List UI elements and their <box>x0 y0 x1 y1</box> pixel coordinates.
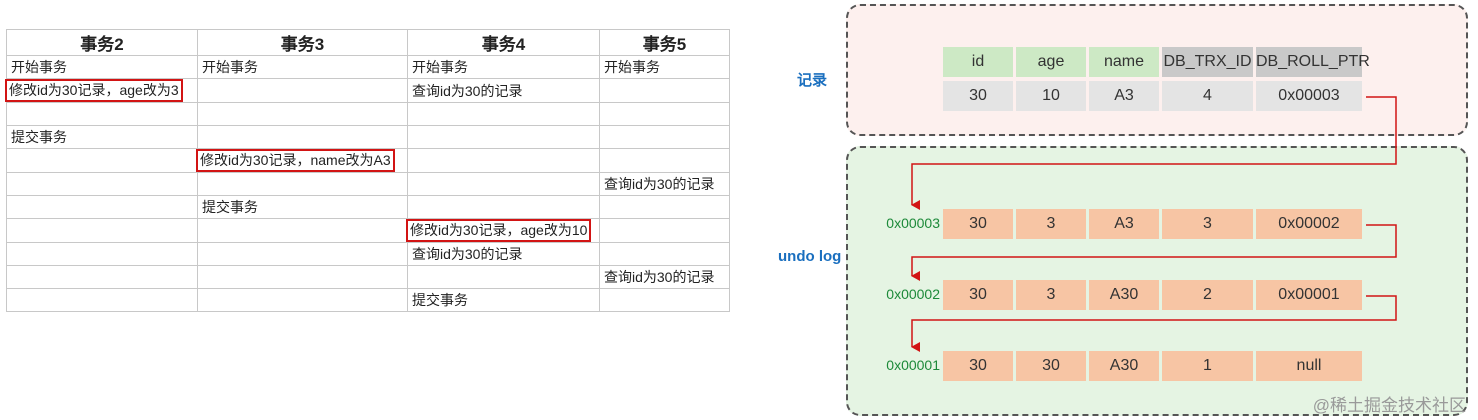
undo-1-trx-id: 3 <box>1162 209 1253 239</box>
undo-address-2: 0x00002 <box>886 286 940 302</box>
table-cell <box>6 288 198 312</box>
cell-text: 查询id为30的记录 <box>412 246 523 262</box>
table-cell: 开始事务 <box>407 55 600 79</box>
table-header-row: 事务2 事务3 事务4 事务5 <box>6 29 730 56</box>
undo-address-1: 0x00003 <box>886 215 940 231</box>
arrow-undo-2-to-undo-3 <box>911 295 1397 352</box>
transaction-table: 事务2 事务3 事务4 事务5 开始事务 开始事务 开始事务 开始事务修改id为30记… <box>5 29 730 312</box>
record-value-trx-id: 4 <box>1162 81 1253 111</box>
table-cell <box>6 195 198 219</box>
table-row: 提交事务 <box>6 195 730 219</box>
highlighted-operation: 修改id为30记录，age改为10 <box>406 219 592 242</box>
cell-text: 开始事务 <box>604 59 660 75</box>
record-col-roll-ptr: DB_ROLL_PTR <box>1256 47 1370 77</box>
table-cell <box>407 172 600 196</box>
undo-1-age: 3 <box>1016 209 1086 239</box>
undo-3-name: A30 <box>1089 351 1159 381</box>
record-col-trx-id: DB_TRX_ID <box>1162 47 1253 77</box>
table-cell: 提交事务 <box>197 195 408 219</box>
cell-text: 提交事务 <box>11 129 67 145</box>
cell-text: 开始事务 <box>11 59 67 75</box>
undo-3-age: 30 <box>1016 351 1086 381</box>
table-row: 查询id为30的记录 <box>6 172 730 196</box>
table-cell <box>599 195 730 219</box>
table-cell <box>6 102 198 126</box>
watermark: @稀土掘金技术社区 <box>1312 396 1466 415</box>
record-value-roll-ptr: 0x00003 <box>1256 81 1362 111</box>
table-cell: 查询id为30的记录 <box>407 242 600 266</box>
record-header-row: id age name DB_TRX_ID DB_ROLL_PTR <box>943 47 1370 77</box>
table-row: 查询id为30的记录 <box>6 242 730 266</box>
table-cell <box>599 288 730 312</box>
arrow-undo-1-to-undo-2 <box>911 224 1397 281</box>
cell-text: 查询id为30的记录 <box>604 269 715 285</box>
cell-text: 查询id为30的记录 <box>604 176 715 192</box>
highlighted-operation: 修改id为30记录，name改为A3 <box>196 149 395 172</box>
table-cell <box>197 288 408 312</box>
table-row <box>6 102 730 126</box>
cell-text: 查询id为30的记录 <box>412 82 523 99</box>
cell-text: 开始事务 <box>202 59 258 75</box>
table-row: 提交事务 <box>6 125 730 149</box>
cell-text: 开始事务 <box>412 59 468 75</box>
table-row: 开始事务 开始事务 开始事务 开始事务 <box>6 55 730 79</box>
table-cell <box>407 102 600 126</box>
table-cell <box>599 242 730 266</box>
undo-2-trx-id: 2 <box>1162 280 1253 310</box>
table-cell: 修改id为30记录，name改为A3 <box>196 148 408 173</box>
record-col-name: name <box>1089 47 1159 77</box>
undo-entry-2: 30 3 A30 2 0x00001 <box>943 280 1362 310</box>
table-cell: 修改id为30记录，age改为3 <box>5 78 198 103</box>
column-header-tx5: 事务5 <box>599 29 730 56</box>
table-row: 修改id为30记录，age改为10 <box>6 218 730 243</box>
undo-2-id: 30 <box>943 280 1013 310</box>
table-cell <box>599 218 730 243</box>
record-value-age: 10 <box>1016 81 1086 111</box>
table-cell: 提交事务 <box>407 288 600 312</box>
table-cell <box>6 172 198 196</box>
record-value-name: A3 <box>1089 81 1159 111</box>
undo-2-age: 3 <box>1016 280 1086 310</box>
column-header-tx2: 事务2 <box>6 29 198 56</box>
table-row: 提交事务 <box>6 288 730 312</box>
table-cell: 开始事务 <box>599 55 730 79</box>
undo-2-name: A30 <box>1089 280 1159 310</box>
column-header-tx3: 事务3 <box>197 29 408 56</box>
highlighted-operation: 修改id为30记录，age改为3 <box>5 79 183 102</box>
cell-text: 提交事务 <box>202 199 258 215</box>
undo-3-trx-id: 1 <box>1162 351 1253 381</box>
undo-3-roll-ptr: null <box>1256 351 1362 381</box>
table-cell <box>197 125 408 149</box>
cell-text: 提交事务 <box>412 292 468 308</box>
table-cell <box>197 102 408 126</box>
undo-log-label: undo log <box>778 248 842 265</box>
arrow-record-to-undo-1 <box>911 96 1397 210</box>
record-col-age: age <box>1016 47 1086 77</box>
table-cell <box>6 148 198 173</box>
undo-2-roll-ptr: 0x00001 <box>1256 280 1362 310</box>
undo-1-roll-ptr: 0x00002 <box>1256 209 1362 239</box>
table-cell: 开始事务 <box>197 55 408 79</box>
undo-entry-1: 30 3 A3 3 0x00002 <box>943 209 1362 239</box>
undo-3-id: 30 <box>943 351 1013 381</box>
record-label: 记录 <box>797 72 828 89</box>
record-value-row: 30 10 A3 4 0x00003 <box>943 81 1362 111</box>
table-row: 修改id为30记录，age改为3 查询id为30的记录 <box>5 78 730 103</box>
table-cell <box>407 195 600 219</box>
undo-1-id: 30 <box>943 209 1013 239</box>
undo-address-3: 0x00001 <box>886 357 940 373</box>
undo-1-name: A3 <box>1089 209 1159 239</box>
record-value-id: 30 <box>943 81 1013 111</box>
record-col-id: id <box>943 47 1013 77</box>
undo-entry-3: 30 30 A30 1 null <box>943 351 1362 381</box>
